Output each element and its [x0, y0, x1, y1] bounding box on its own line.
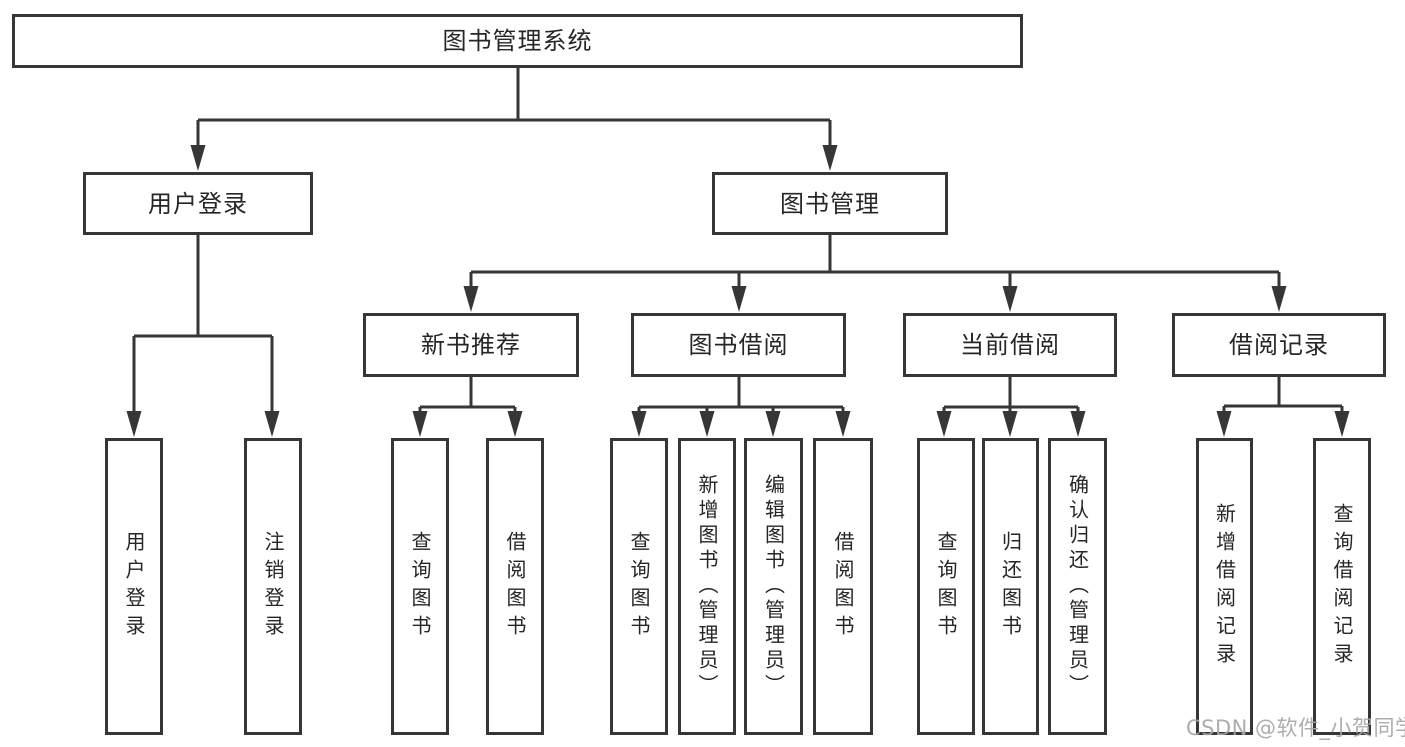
node-book-management: 图书管理	[712, 172, 948, 235]
node-label: 查询图书	[627, 530, 651, 643]
node-label: 借阅图书	[831, 530, 855, 643]
leaf-confirm-return-admin: 确认归还（管理员）	[1048, 438, 1107, 735]
node-new-book-recommendation: 新书推荐	[363, 313, 579, 377]
leaf-user-login: 用户登录	[105, 438, 163, 735]
node-label: 新书推荐	[421, 331, 521, 359]
node-library-management-system: 图书管理系统	[12, 14, 1023, 68]
leaf-query-books: 查询图书	[610, 438, 668, 735]
node-book-borrowing: 图书借阅	[631, 313, 846, 377]
node-current-borrowing: 当前借阅	[903, 313, 1117, 377]
node-label: 用户登录	[122, 530, 146, 643]
leaf-logout: 注销登录	[244, 438, 302, 735]
node-label: 确认归还（管理员）	[1065, 474, 1090, 699]
node-label: 用户登录	[148, 189, 248, 218]
leaf-edit-books-admin: 编辑图书（管理员）	[744, 438, 803, 735]
node-label: 图书管理	[780, 189, 880, 218]
leaf-query-books: 查询图书	[917, 438, 975, 735]
leaf-query-borrow-record: 查询借阅记录	[1313, 438, 1371, 735]
leaf-query-books: 查询图书	[391, 438, 449, 735]
leaf-add-books-admin: 新增图书（管理员）	[678, 438, 736, 735]
node-label: 注销登录	[261, 530, 285, 643]
node-label: 当前借阅	[960, 331, 1060, 359]
node-label: 新增借阅记录	[1212, 502, 1237, 671]
leaf-borrow-books: 借阅图书	[813, 438, 873, 735]
node-label: 查询图书	[934, 530, 958, 643]
node-label: 查询借阅记录	[1330, 502, 1354, 671]
leaf-add-borrow-record: 新增借阅记录	[1196, 438, 1253, 735]
node-label: 归还图书	[998, 530, 1023, 643]
node-label: 图书借阅	[688, 331, 789, 359]
node-label: 借阅图书	[503, 530, 527, 643]
leaf-borrow-books: 借阅图书	[486, 438, 544, 735]
node-label: 图书管理系统	[442, 27, 593, 55]
node-label: 查询图书	[408, 530, 432, 643]
leaf-return-books: 归还图书	[982, 438, 1039, 735]
node-label: 编辑图书（管理员）	[761, 474, 786, 699]
node-label: 新增图书（管理员）	[695, 474, 719, 699]
node-user-login: 用户登录	[83, 172, 313, 235]
node-borrowing-records: 借阅记录	[1172, 313, 1386, 377]
node-label: 借阅记录	[1229, 331, 1329, 359]
csdn-watermark: CSDN @软件_小贺同学	[1186, 716, 1405, 740]
